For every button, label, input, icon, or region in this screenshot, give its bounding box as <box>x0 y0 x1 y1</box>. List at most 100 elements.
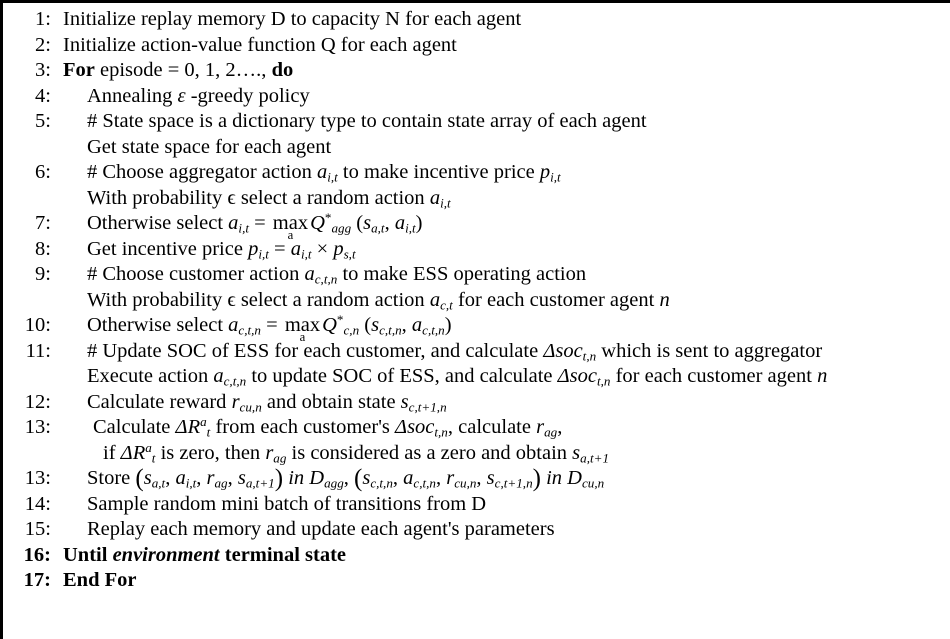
math-var-n: n <box>817 365 828 387</box>
line-text-mid: from each customer's <box>210 416 396 438</box>
keyword-do: do <box>271 59 294 81</box>
algorithm-line: if ΔRat is zero, then rag is considered … <box>3 441 950 467</box>
math-var-reward-ag: rag <box>265 441 287 466</box>
algorithm-line: 14: Sample random mini batch of transiti… <box>3 492 950 518</box>
math-var-action: ai,t <box>316 161 338 185</box>
math-var-action: ac,t <box>429 288 453 313</box>
line-content: if ΔRat is zero, then rag is considered … <box>59 441 950 467</box>
math-var-n: n <box>659 288 670 311</box>
line-text-tail: -greedy policy <box>185 84 310 107</box>
math-var-delta-soc: Δsoct,n <box>557 365 611 389</box>
math-var-action: ac,t,n <box>213 365 247 389</box>
line-content: # Update SOC of ESS for each customer, a… <box>59 339 950 365</box>
algorithm-line: With probability ϵ select a random actio… <box>3 186 950 212</box>
algorithm-line: 4: Annealing ε -greedy policy <box>3 84 950 110</box>
algorithm-line: Execute action ac,t,n to update SOC of E… <box>3 364 950 390</box>
line-content: # Choose customer action ac,t,n to make … <box>59 262 950 288</box>
epsilon-symbol: ε <box>177 84 186 107</box>
math-var-delta-soc: Δsoct,n <box>543 339 597 364</box>
keyword-for: For <box>63 59 95 81</box>
comment-text-tail: which is sent to aggregator <box>596 339 823 362</box>
line-content: For episode = 0, 1, 2…., do <box>59 58 950 84</box>
line-content: Calculate reward rcu,n and obtain state … <box>59 390 950 416</box>
algorithm-line-list: 1: Initialize replay memory D to capacit… <box>3 3 950 594</box>
line-content: With probability ϵ select a random actio… <box>59 186 950 212</box>
comment-text-tail: to make incentive price <box>337 161 540 183</box>
keyword-until: Until <box>63 543 108 566</box>
line-content: End For <box>59 568 950 594</box>
line-text: Initialize replay memory D to capacity N… <box>63 8 522 30</box>
algorithm-line: 5: # State space is a dictionary type to… <box>3 109 950 135</box>
algorithm-line: 16: Until environment terminal state <box>3 543 950 569</box>
line-number: 6: <box>35 161 51 183</box>
line-content: Calculate ΔRat from each customer's Δsoc… <box>59 415 950 441</box>
line-number: 7: <box>35 212 51 234</box>
math-var-reward: rcu,n <box>231 390 262 415</box>
loop-range: episode = 0, 1, 2…., <box>94 59 272 81</box>
line-text: Annealing <box>87 84 178 107</box>
line-number: 9: <box>35 263 51 285</box>
line-content: With probability ϵ select a random actio… <box>59 288 950 314</box>
algorithm-line: 1: Initialize replay memory D to capacit… <box>3 7 950 33</box>
line-number: 3: <box>35 59 51 81</box>
line-number: 2: <box>35 33 51 56</box>
line-text: Get incentive price <box>87 237 249 260</box>
line-text-mid: and obtain state <box>261 390 401 413</box>
algorithm-line: 8: Get incentive price pi,t = ai,t × ps,… <box>3 237 950 263</box>
keyword-end-for: End For <box>63 569 137 591</box>
line-text: With probability <box>87 186 228 209</box>
line-content: Initialize replay memory D to capacity N… <box>59 7 950 33</box>
math-var-price: pi,t <box>539 161 561 185</box>
line-number: 12: <box>24 390 51 413</box>
math-tuple-aggregator: (sa,t, ai,t, rag, sa,t+1) in Dagg, (sc,t… <box>135 465 605 492</box>
algorithm-line: 2: Initialize action-value function Q fo… <box>3 33 950 59</box>
line-number: 15: <box>24 518 51 540</box>
line-content: Until environment terminal state <box>59 543 950 569</box>
math-var-action: ai,t <box>429 186 451 211</box>
algorithm-line: 3: For episode = 0, 1, 2…., do <box>3 58 950 84</box>
line-content: Get incentive price pi,t = ai,t × ps,t <box>59 237 950 263</box>
algorithm-line: With probability ϵ select a random actio… <box>3 288 950 314</box>
math-var-delta-r: ΔRat <box>175 414 211 440</box>
line-text: Initialize action-value function Q for e… <box>63 33 457 56</box>
line-text-tail: for each customer agent <box>452 288 660 311</box>
line-text: Otherwise select <box>87 314 229 336</box>
comment-text-tail: to make ESS operating action <box>337 263 587 285</box>
algorithm-line: 15: Replay each memory and update each a… <box>3 517 950 543</box>
math-var-reward-ag: rag <box>536 416 558 440</box>
line-text-mid: is zero, then <box>155 441 266 464</box>
line-text-mid: select a random action <box>235 288 430 311</box>
algorithm-line: 6: # Choose aggregator action ai,t to ma… <box>3 160 950 186</box>
line-text-mid2: , calculate <box>447 416 537 438</box>
line-number: 4: <box>35 84 51 107</box>
algorithm-line: 13: Store (sa,t, ai,t, rag, sa,t+1) in D… <box>3 466 950 492</box>
line-content: # Choose aggregator action ai,t to make … <box>59 160 950 186</box>
line-number: 17: <box>23 569 51 591</box>
algorithm-line: Get state space for each agent <box>3 135 950 161</box>
line-text: Sample random mini batch of transitions … <box>87 492 487 515</box>
line-text: Get state space for each agent <box>87 135 332 158</box>
comment-text: # State space is a dictionary type to co… <box>87 110 647 132</box>
line-content: Initialize action-value function Q for e… <box>59 33 950 59</box>
line-content: Store (sa,t, ai,t, rag, sa,t+1) in Dagg,… <box>59 466 950 492</box>
line-text-mid: to update SOC of ESS, and calculate <box>246 365 558 387</box>
line-content: Annealing ε -greedy policy <box>59 84 950 110</box>
line-content: Sample random mini batch of transitions … <box>59 492 950 518</box>
line-content: Get state space for each agent <box>59 135 950 161</box>
algorithm-line: 11: # Update SOC of ESS for each custome… <box>3 339 950 365</box>
algorithm-line: 17: End For <box>3 568 950 594</box>
keyword-environment: environment <box>107 543 220 566</box>
line-content: Replay each memory and update each agent… <box>59 517 950 543</box>
line-text-mid: select a random action <box>235 186 430 209</box>
line-text: Calculate reward <box>87 390 232 413</box>
math-var-state: sc,t+1,n <box>400 390 447 415</box>
line-number: 14: <box>24 492 51 515</box>
math-var-state: sa,t+1 <box>572 441 610 466</box>
